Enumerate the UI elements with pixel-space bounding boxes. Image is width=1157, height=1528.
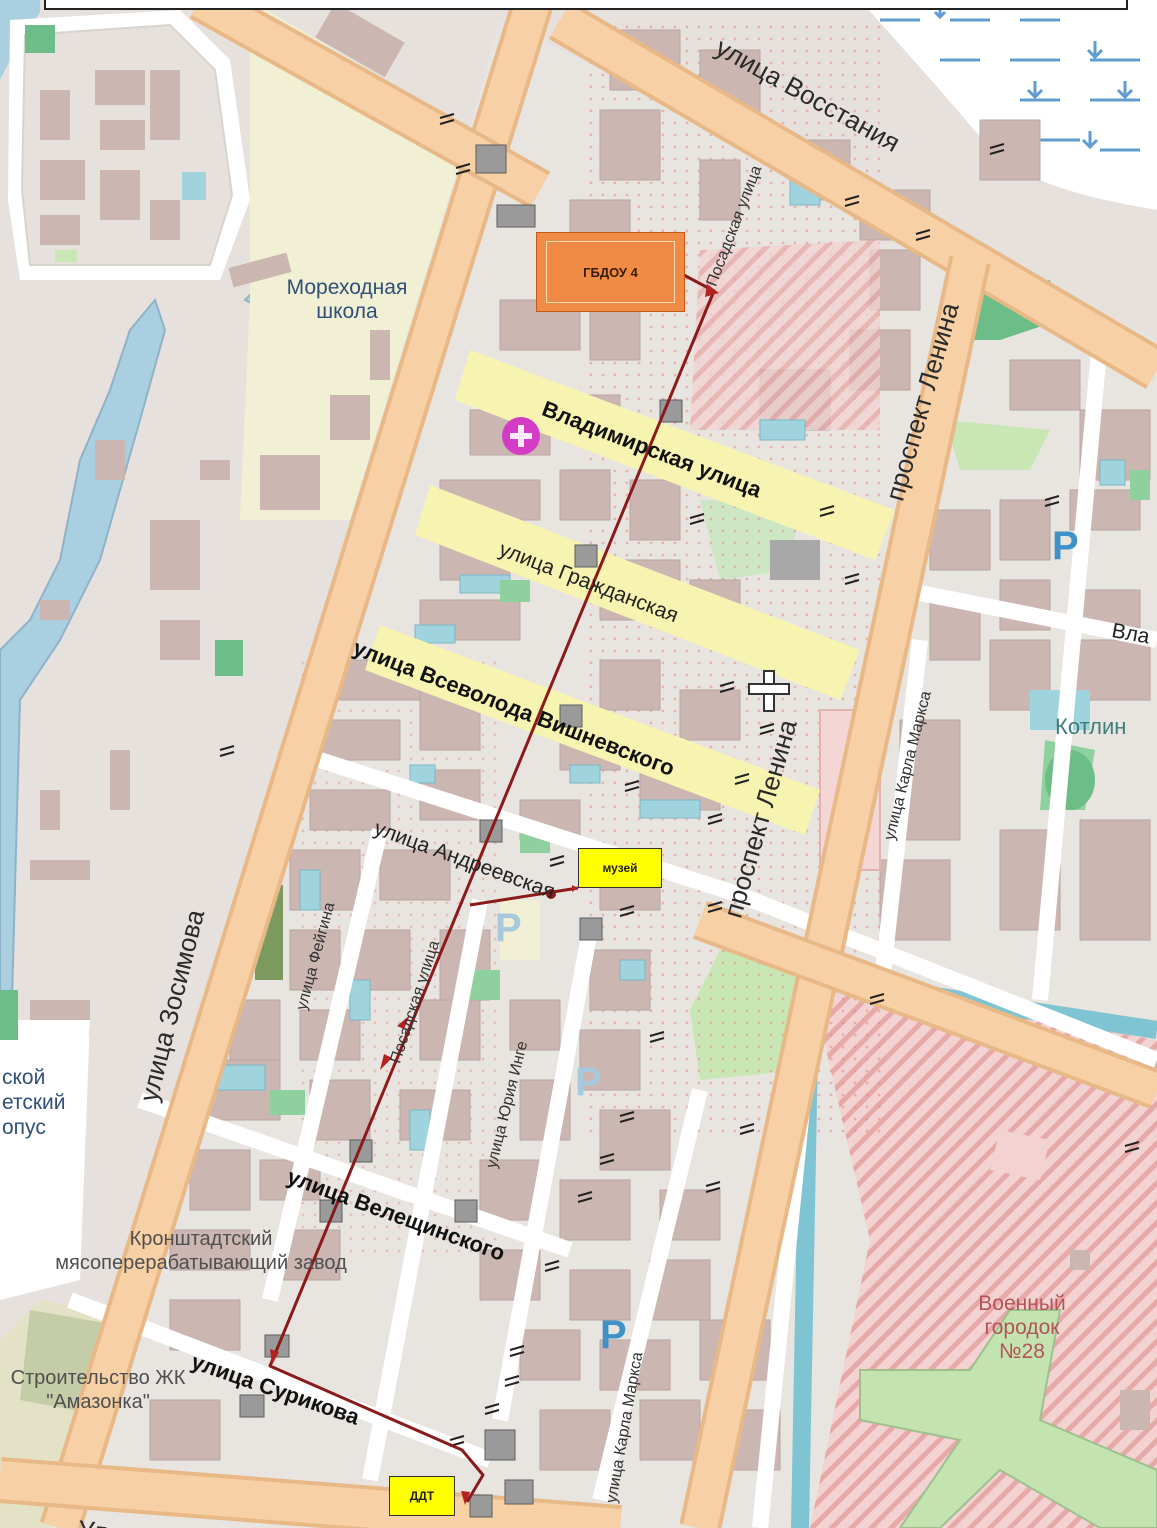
school-marker-gbdou4[interactable]: ГБДОУ 4 <box>536 232 685 312</box>
street-label-bottom-fragment: Ул <box>76 1514 109 1528</box>
museum-marker-label: музей <box>602 861 638 875</box>
school-marker-label: ГБДОУ 4 <box>583 264 638 280</box>
place-label-military-town: Военный городок №28 <box>978 1292 1066 1364</box>
map-top-frame <box>44 0 1128 10</box>
museum-marker[interactable]: музей <box>578 848 662 888</box>
water-marsh <box>880 0 1140 152</box>
parking-sign: P <box>495 906 522 950</box>
route-arrows <box>270 284 719 1505</box>
ddt-marker-label: ДДТ <box>409 1489 435 1503</box>
place-label-amazonka: Строительство ЖК "Амазонка" <box>10 1367 186 1413</box>
place-label-meat-plant: Кронштадтский мясоперерабатывающий завод <box>55 1228 347 1274</box>
parking-sign: P <box>575 1060 602 1104</box>
parking-sign: P <box>600 1313 627 1357</box>
place-label-morekhodnaya: Мореходная школа <box>286 276 408 324</box>
church-cross-icon <box>748 670 790 712</box>
hospital-icon <box>502 417 540 455</box>
parking-sign: P <box>1052 524 1079 568</box>
place-label-kotlin: Котлин <box>1055 714 1127 739</box>
place-label-corps-fragment: ской етский опус <box>2 1066 66 1140</box>
ddt-marker[interactable]: ДДТ <box>389 1476 455 1516</box>
